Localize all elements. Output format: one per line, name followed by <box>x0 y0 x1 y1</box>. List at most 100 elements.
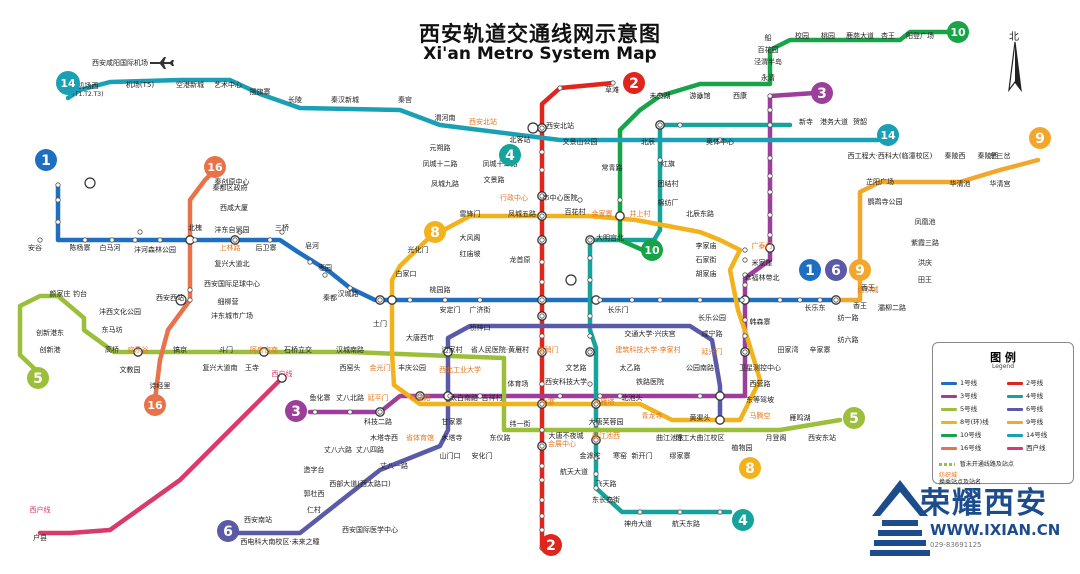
line-badge-8[interactable]: 8 <box>739 457 761 479</box>
station-dot[interactable] <box>539 497 545 503</box>
station-dot[interactable] <box>717 137 723 143</box>
line-badge-4[interactable]: 4 <box>499 144 521 166</box>
station-dot[interactable] <box>307 259 313 265</box>
station-dot[interactable] <box>593 421 599 427</box>
station-dot[interactable] <box>593 437 599 443</box>
station-dot[interactable] <box>767 122 773 128</box>
station-dot[interactable] <box>593 455 599 461</box>
station-dot[interactable] <box>767 189 773 195</box>
station-dot[interactable] <box>539 427 545 433</box>
station-dot[interactable] <box>539 401 545 407</box>
line-badge-3[interactable]: 3 <box>811 82 833 104</box>
station-dot[interactable] <box>797 297 803 303</box>
station-dot[interactable] <box>377 409 383 415</box>
line-badge-10[interactable]: 10 <box>641 239 663 261</box>
station-dot[interactable] <box>610 80 616 86</box>
station-dot[interactable] <box>539 477 545 483</box>
station-dot[interactable] <box>767 93 773 99</box>
transfer-station-icon[interactable] <box>443 347 453 357</box>
station-dot[interactable] <box>657 93 663 99</box>
station-dot[interactable] <box>132 237 138 243</box>
station-dot[interactable] <box>677 509 683 515</box>
station-dot[interactable] <box>447 393 453 399</box>
station-dot[interactable] <box>37 237 43 243</box>
line-badge-2[interactable]: 2 <box>623 72 645 94</box>
station-dot[interactable] <box>587 333 593 339</box>
station-dot[interactable] <box>82 237 88 243</box>
station-dot[interactable] <box>657 297 663 303</box>
station-dot[interactable] <box>539 149 545 155</box>
station-dot[interactable] <box>742 257 748 263</box>
station-dot[interactable] <box>597 393 603 399</box>
transfer-station-icon[interactable] <box>277 373 287 383</box>
station-dot[interactable] <box>539 333 545 339</box>
line-badge-14[interactable]: 14 <box>56 71 80 95</box>
station-dot[interactable] <box>587 313 593 319</box>
line-badge-6[interactable]: 6 <box>825 259 847 281</box>
transfer-station-icon[interactable] <box>615 211 625 221</box>
station-dot[interactable] <box>557 393 563 399</box>
station-dot[interactable] <box>539 313 545 319</box>
station-dot[interactable] <box>539 463 545 469</box>
station-dot[interactable] <box>742 247 748 253</box>
station-dot[interactable] <box>767 173 773 179</box>
station-dot[interactable] <box>55 182 61 188</box>
station-dot[interactable] <box>192 237 198 243</box>
line-badge-1[interactable]: 1 <box>35 149 57 171</box>
station-dot[interactable] <box>742 282 748 288</box>
station-dot[interactable] <box>767 212 773 218</box>
station-dot[interactable] <box>55 219 61 225</box>
station-dot[interactable] <box>109 237 115 243</box>
station-dot[interactable] <box>539 125 545 131</box>
line-badge-16[interactable]: 16 <box>144 394 166 416</box>
station-dot[interactable] <box>539 279 545 285</box>
station-dot[interactable] <box>347 409 353 415</box>
station-dot[interactable] <box>539 443 545 449</box>
station-dot[interactable] <box>587 349 593 355</box>
station-dot[interactable] <box>717 509 723 515</box>
transfer-station-icon[interactable] <box>715 391 725 401</box>
station-dot[interactable] <box>742 317 748 323</box>
line-badge-3[interactable]: 3 <box>285 400 307 422</box>
station-dot[interactable] <box>157 237 163 243</box>
station-dot[interactable] <box>767 107 773 113</box>
station-dot[interactable] <box>539 381 545 387</box>
line-badge-9[interactable]: 9 <box>1029 127 1051 149</box>
station-dot[interactable] <box>187 297 193 303</box>
station-dot[interactable] <box>617 197 623 203</box>
station-dot[interactable] <box>587 237 593 243</box>
line-badge-2[interactable]: 2 <box>540 534 562 556</box>
station-dot[interactable] <box>539 527 545 533</box>
station-dot[interactable] <box>739 297 745 303</box>
station-dot[interactable] <box>477 297 483 303</box>
station-dot[interactable] <box>557 85 563 91</box>
station-dot[interactable] <box>377 297 383 303</box>
station-dot[interactable] <box>597 297 603 303</box>
station-dot[interactable] <box>742 349 748 355</box>
station-dot[interactable] <box>593 471 599 477</box>
station-dot[interactable] <box>587 277 593 283</box>
line-badge-5[interactable]: 5 <box>843 407 865 429</box>
station-dot[interactable] <box>539 193 545 199</box>
station-dot[interactable] <box>312 409 318 415</box>
station-dot[interactable] <box>577 197 583 203</box>
station-dot[interactable] <box>407 297 413 303</box>
station-dot[interactable] <box>742 333 748 339</box>
station-dot[interactable] <box>539 349 545 355</box>
station-dot[interactable] <box>629 297 635 303</box>
station-dot[interactable] <box>593 485 599 491</box>
station-dot[interactable] <box>697 93 703 99</box>
station-dot[interactable] <box>697 393 703 399</box>
transfer-station-icon[interactable] <box>133 347 143 357</box>
station-dot[interactable] <box>232 237 238 243</box>
station-dot[interactable] <box>637 509 643 515</box>
line-badge-14[interactable]: 14 <box>877 124 899 146</box>
line-badge-8[interactable]: 8 <box>424 221 446 243</box>
line-badge-16[interactable]: 16 <box>204 156 226 178</box>
station-dot[interactable] <box>777 297 783 303</box>
line-badge-5[interactable]: 5 <box>27 367 49 389</box>
station-dot[interactable] <box>607 497 613 503</box>
station-dot[interactable] <box>55 197 61 203</box>
transfer-station-icon[interactable] <box>715 415 725 425</box>
station-dot[interactable] <box>347 285 353 291</box>
